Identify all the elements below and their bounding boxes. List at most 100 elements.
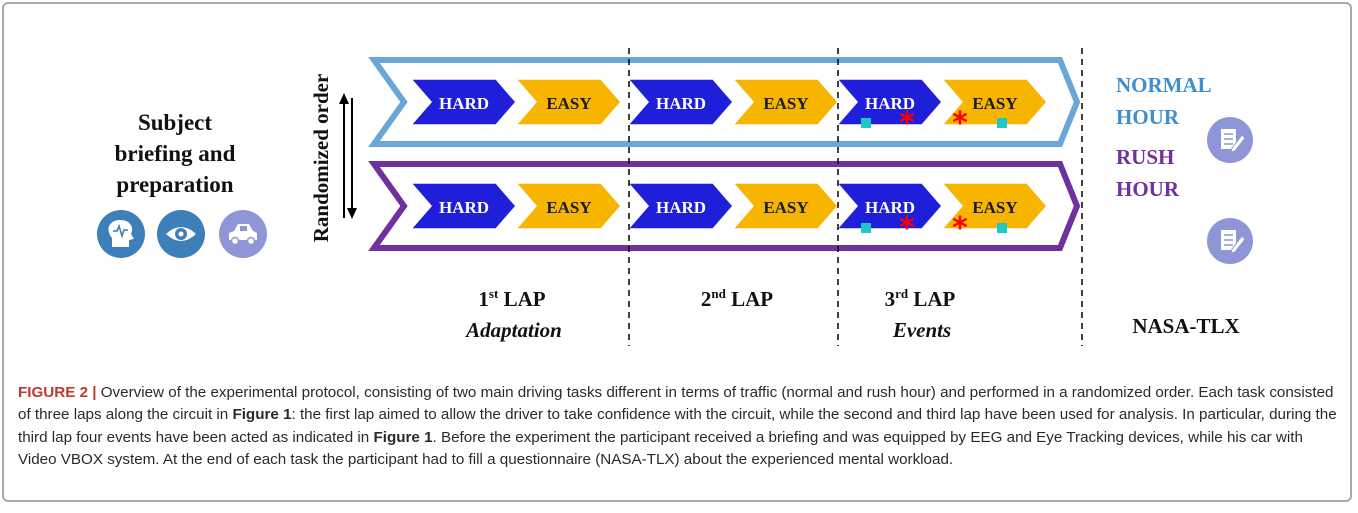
car-wheel <box>246 236 256 246</box>
stage-shape <box>731 78 839 126</box>
stage-chevron: HARD <box>835 182 943 230</box>
lap-label: 3rd LAP Events <box>885 286 956 342</box>
stage-shape <box>626 78 734 126</box>
stage-chevron: EASY <box>731 182 839 230</box>
lap-ordinal-suffix: nd <box>711 286 726 301</box>
stage-chevron: HARD <box>835 78 943 126</box>
stage-label: EASY <box>972 94 1017 113</box>
event-star-marker: * <box>952 211 968 246</box>
briefing-title-line: briefing and <box>115 141 236 166</box>
stage-chevron: HARD <box>626 78 734 126</box>
stage-chevron: EASY <box>731 78 839 126</box>
figure-caption: FIGURE 2 | Overview of the experimental … <box>18 382 1338 472</box>
stage-label: HARD <box>439 198 489 217</box>
stage-label: HARD <box>865 198 915 217</box>
stage-label: EASY <box>763 94 808 113</box>
briefing-icons <box>97 210 267 258</box>
stage-shape <box>514 78 622 126</box>
lap-word: LAP <box>908 287 955 311</box>
stage-label: HARD <box>439 94 489 113</box>
randomized-order-label: Randomized order <box>309 74 333 243</box>
stage-chevron: HARD <box>626 182 734 230</box>
order-arrow-up-head <box>339 93 349 104</box>
stage-chevron: HARD <box>409 182 517 230</box>
caption-figure-ref: Figure 1 <box>232 406 292 424</box>
form-icon <box>1207 218 1253 264</box>
event-star-marker: * <box>952 106 968 141</box>
nasa-tlx-label: NASA-TLX <box>1132 314 1239 338</box>
stage-label: EASY <box>763 198 808 217</box>
lap-title: 1st LAP <box>478 286 545 311</box>
stage-shape <box>409 78 517 126</box>
event-square-marker <box>861 118 871 128</box>
stage-label: HARD <box>865 94 915 113</box>
stage-label: HARD <box>656 94 706 113</box>
event-square-marker <box>861 223 871 233</box>
stage-shape <box>514 182 622 230</box>
lap-number: 1 <box>478 287 489 311</box>
lap-title: 3rd LAP <box>885 286 956 311</box>
condition-label: HOUR <box>1116 177 1180 201</box>
order-arrow-down-head <box>347 208 357 219</box>
caption-label: FIGURE 2 | <box>18 384 97 401</box>
figure-frame <box>2 2 1352 502</box>
car-icon <box>219 210 267 258</box>
lap-track-outline <box>368 57 1081 147</box>
form-pencil <box>1230 235 1246 254</box>
stage-chevron: EASY <box>514 182 622 230</box>
event-square-marker <box>997 223 1007 233</box>
lap-track-outline <box>368 161 1081 251</box>
briefing-title-line: Subject <box>138 110 212 135</box>
caption-text: : the first lap aimed to allow the drive… <box>18 406 1337 446</box>
brain-wave <box>113 223 128 239</box>
caption-text: Overview of the experimental protocol, c… <box>18 384 1334 424</box>
stage-shape <box>409 182 517 230</box>
car-body <box>229 224 257 240</box>
caption-body: Overview of the experimental protocol, c… <box>18 384 1337 468</box>
lap-number: 2 <box>701 287 712 311</box>
lap-label: 1st LAP Adaptation <box>464 286 562 342</box>
stage-chevron: EASY <box>940 182 1048 230</box>
lap-title: 2nd LAP <box>701 286 773 311</box>
car-wheel <box>230 236 240 246</box>
event-square-marker <box>997 118 1007 128</box>
lap-ordinal-suffix: st <box>489 286 499 301</box>
lap-label: 2nd LAP <box>701 286 773 311</box>
lap-word: LAP <box>726 287 773 311</box>
stage-shape <box>835 78 943 126</box>
stage-shape <box>940 182 1048 230</box>
lap-subtitle: Adaptation <box>464 318 562 342</box>
lap-ordinal-suffix: rd <box>895 286 909 301</box>
stage-chevron: HARD <box>409 78 517 126</box>
condition-label: NORMAL <box>1116 73 1212 97</box>
protocol-diagram: Subject briefing and preparation Randomized… <box>97 48 1253 346</box>
eye-pupil <box>178 231 184 237</box>
stage-label: EASY <box>546 94 591 113</box>
stage-shape <box>731 182 839 230</box>
stage-shape <box>835 182 943 230</box>
caption-figure-ref: Figure 1 <box>373 428 433 446</box>
form-icon <box>1207 117 1253 163</box>
stage-chevron: EASY <box>514 78 622 126</box>
stage-label: HARD <box>656 198 706 217</box>
stage-shape <box>940 78 1048 126</box>
eye-icon <box>157 210 205 258</box>
event-star-marker: * <box>899 106 915 141</box>
brain-icon <box>97 210 145 258</box>
stage-shape <box>626 182 734 230</box>
lap-number: 3 <box>885 287 896 311</box>
stage-label: EASY <box>972 198 1017 217</box>
car-window <box>240 226 247 231</box>
briefing-title-line: preparation <box>116 172 233 197</box>
condition-label: RUSH <box>1116 145 1174 169</box>
caption-text: . Before the experiment the participant … <box>18 428 1303 469</box>
stage-chevron: EASY <box>940 78 1048 126</box>
form-pencil <box>1230 134 1246 153</box>
stage-label: EASY <box>546 198 591 217</box>
condition-label: HOUR <box>1116 105 1180 129</box>
event-star-marker: * <box>899 211 915 246</box>
lap-subtitle: Events <box>892 318 951 342</box>
lap-word: LAP <box>498 287 545 311</box>
